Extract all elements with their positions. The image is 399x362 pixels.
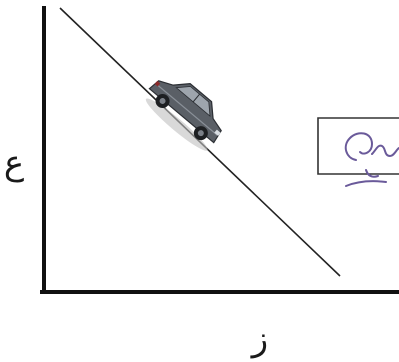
handwritten-scribble: [344, 132, 399, 187]
y-axis-label: ع: [4, 143, 24, 183]
handwritten-annotation: [317, 117, 399, 187]
annotation-box: [317, 117, 399, 175]
x-axis-label: ز: [250, 319, 268, 359]
car-icon: [145, 80, 222, 151]
